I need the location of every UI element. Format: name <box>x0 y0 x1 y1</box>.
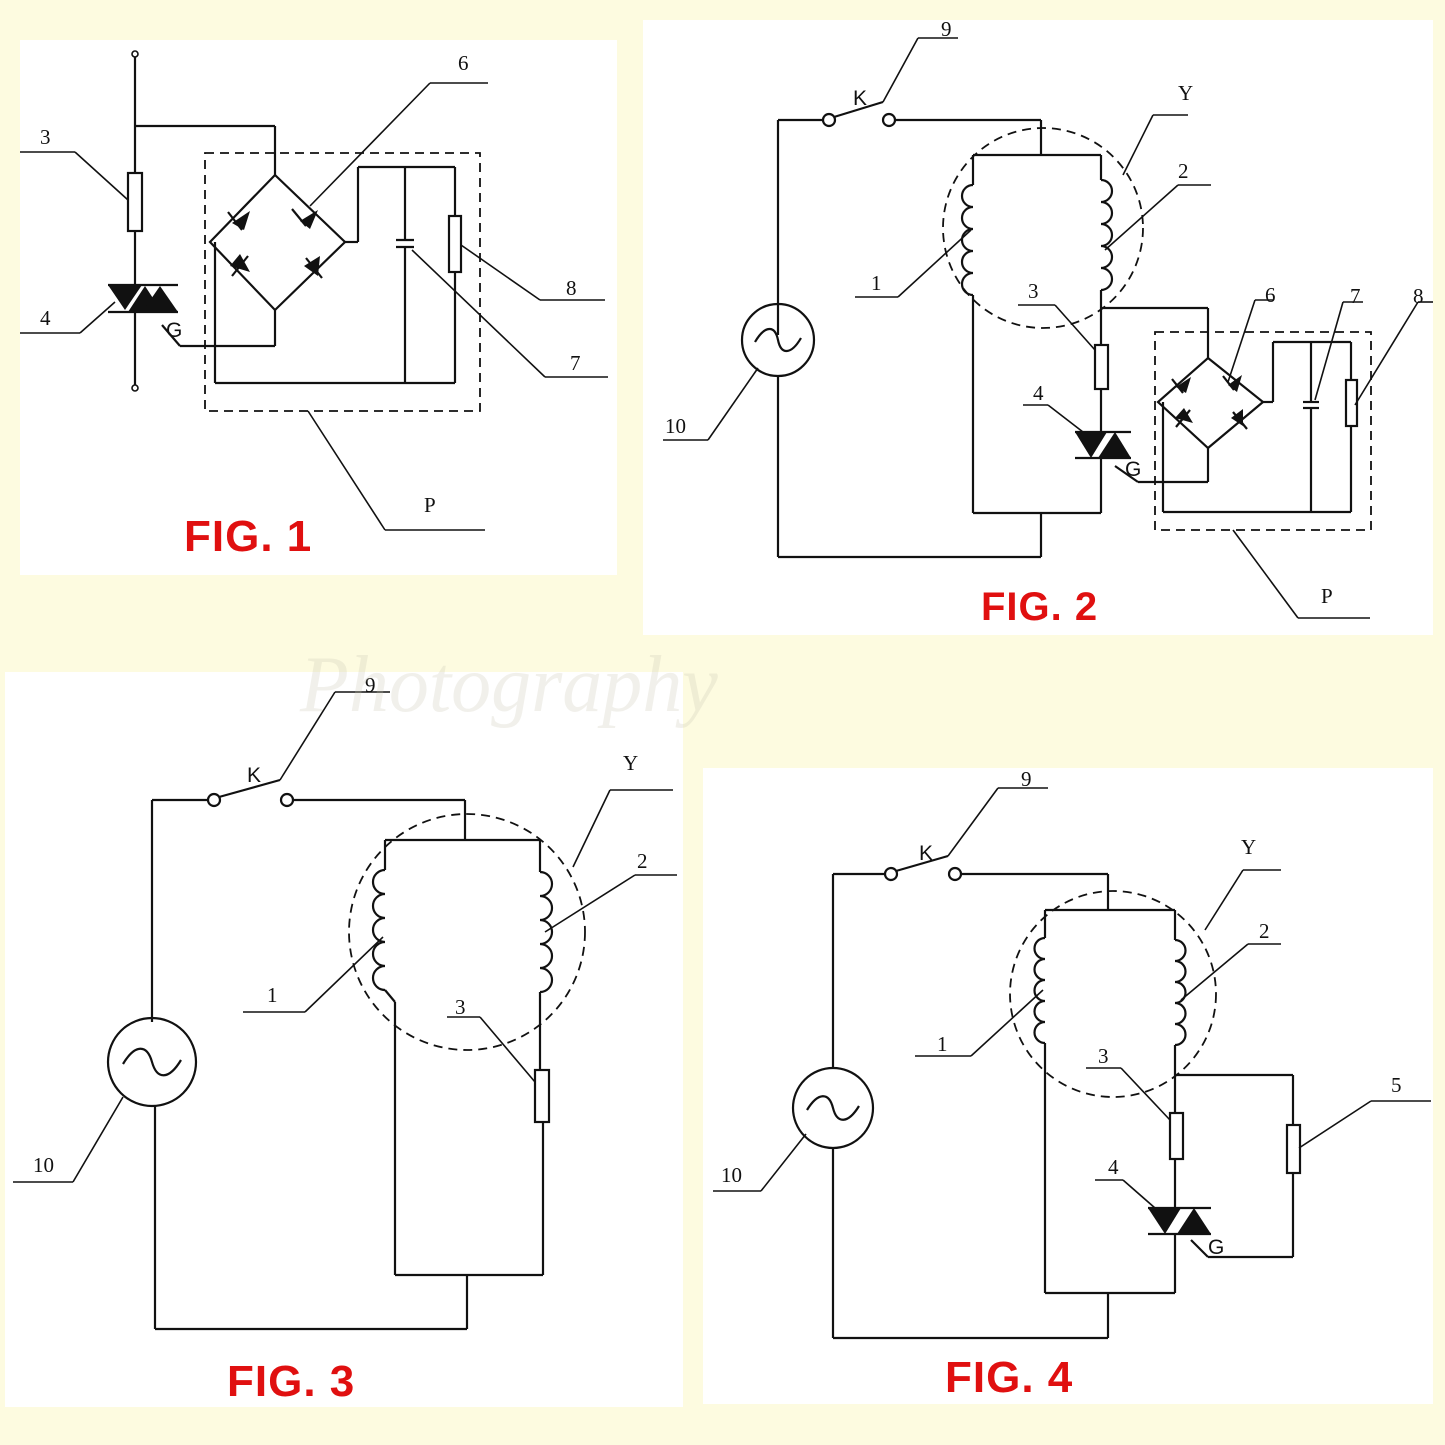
label-3: 3 <box>1028 279 1039 303</box>
figure-1-panel: 3 4 G 6 8 7 P FIG. 1 <box>20 40 617 575</box>
label-Y: Y <box>1178 81 1193 105</box>
label-1: 1 <box>267 983 278 1007</box>
label-1: 1 <box>937 1032 948 1056</box>
label-6: 6 <box>1265 283 1276 307</box>
label-Y: Y <box>1241 835 1256 859</box>
label-4: 4 <box>1108 1155 1119 1179</box>
figure-1-schematic: 3 4 G 6 8 7 P <box>20 50 608 531</box>
label-1: 1 <box>871 271 882 295</box>
label-G: G <box>1125 458 1141 481</box>
figure-3-panel: 9 K Y 2 1 3 10 FIG. 3 <box>5 672 683 1407</box>
label-8: 8 <box>566 276 577 300</box>
label-5: 5 <box>1391 1073 1402 1097</box>
label-9: 9 <box>365 673 376 697</box>
figure-2-schematic: 9 K Y 2 1 3 4 G 6 7 8 10 P <box>663 17 1433 619</box>
figure-4-panel: 9 K Y 2 1 3 5 4 G 10 FIG. 4 <box>703 767 1433 1404</box>
figure-1-caption: FIG. 1 <box>184 512 313 561</box>
label-9: 9 <box>1021 767 1032 791</box>
label-3: 3 <box>455 995 466 1019</box>
label-K: K <box>919 842 933 865</box>
label-10: 10 <box>33 1153 54 1177</box>
label-Y: Y <box>623 751 638 775</box>
label-7: 7 <box>570 351 581 375</box>
figure-4-caption: FIG. 4 <box>945 1353 1074 1402</box>
figure-3-schematic: 9 K Y 2 1 3 10 <box>13 673 677 1331</box>
label-4: 4 <box>1033 381 1044 405</box>
label-G: G <box>1208 1236 1224 1259</box>
label-P: P <box>424 493 436 517</box>
label-6: 6 <box>458 51 469 75</box>
label-P: P <box>1321 584 1333 608</box>
label-3: 3 <box>40 125 51 149</box>
label-10: 10 <box>665 414 686 438</box>
label-K: K <box>247 764 261 787</box>
label-8: 8 <box>1413 284 1424 308</box>
watermark: Photography <box>300 641 718 729</box>
label-2: 2 <box>637 849 648 873</box>
label-3: 3 <box>1098 1044 1109 1068</box>
label-K: K <box>853 87 867 110</box>
label-2: 2 <box>1259 919 1270 943</box>
figure-4-schematic: 9 K Y 2 1 3 5 4 G 10 <box>713 767 1431 1340</box>
label-7: 7 <box>1350 284 1361 308</box>
label-G: G <box>166 319 182 342</box>
figure-2-panel: 9 K Y 2 1 3 4 G 6 7 8 10 P FIG. 2 <box>643 17 1433 635</box>
figure-3-caption: FIG. 3 <box>227 1357 356 1406</box>
label-10: 10 <box>721 1163 742 1187</box>
label-2: 2 <box>1178 159 1189 183</box>
figure-2-caption: FIG. 2 <box>981 585 1099 629</box>
label-9: 9 <box>941 17 952 41</box>
label-4: 4 <box>40 306 51 330</box>
